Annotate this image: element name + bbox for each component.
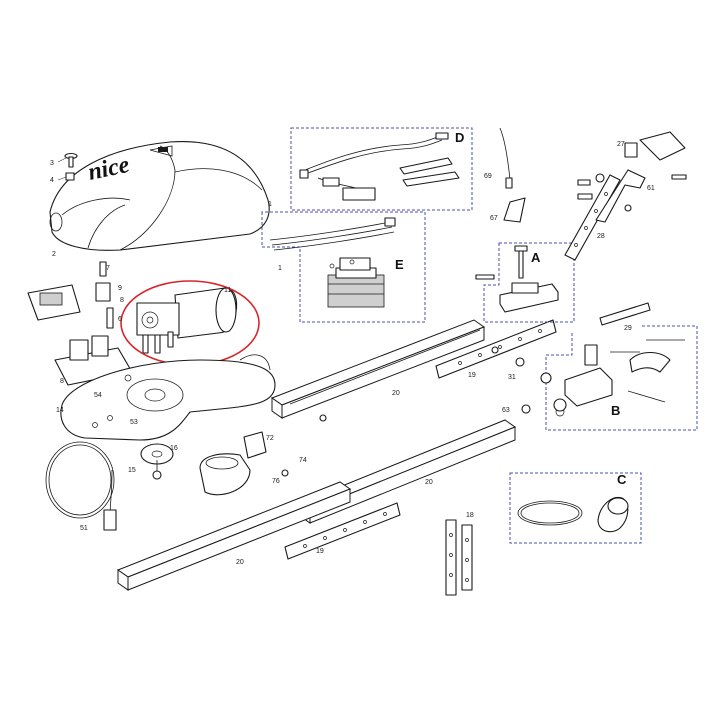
gear-motor — [120, 280, 260, 366]
label-63: 63 — [502, 407, 510, 414]
kit-label-e: E — [395, 257, 404, 272]
kit-label-c: C — [617, 472, 627, 487]
door-arm — [564, 131, 686, 326]
control-board — [27, 261, 133, 386]
hardware-screws — [152, 173, 687, 480]
kit-label-d: D — [455, 130, 464, 145]
kit-e-transformer — [261, 211, 426, 323]
label-14: 14 — [56, 407, 64, 414]
rail-lower — [116, 481, 352, 591]
label-15: 15 — [128, 467, 136, 474]
label-20a: 20 — [392, 390, 400, 397]
power-cable — [45, 441, 117, 531]
kit-d-cable-set — [290, 127, 473, 211]
label-20b: 20 — [425, 479, 433, 486]
label-7: 7 — [106, 265, 110, 272]
label-19b: 19 — [316, 548, 324, 555]
label-61: 61 — [647, 185, 655, 192]
belt-guide — [199, 431, 267, 496]
cover-screw — [57, 152, 78, 181]
label-28: 28 — [597, 233, 605, 240]
label-29: 29 — [624, 325, 632, 332]
hanging-bracket — [445, 519, 473, 596]
motor-cover: nice — [49, 140, 270, 251]
kit-label-a: A — [531, 250, 541, 265]
label-67: 67 — [490, 215, 498, 222]
label-74: 74 — [299, 457, 307, 464]
label-9: 9 — [118, 285, 122, 292]
label-4: 4 — [50, 177, 54, 184]
label-1: 1 — [268, 201, 272, 208]
release-cable — [499, 127, 526, 223]
kit-label-b: B — [611, 403, 620, 418]
label-54: 54 — [94, 392, 102, 399]
label-18: 18 — [466, 512, 474, 519]
label-3: 3 — [50, 160, 54, 167]
base-plate — [60, 354, 276, 441]
label-16: 16 — [170, 445, 178, 452]
part-number-labels: 1 1 2 3 4 6 7 8 8 9 11 14 15 16 18 19 19… — [50, 141, 655, 566]
rail-upper — [270, 319, 486, 419]
drive-pulley — [140, 443, 174, 472]
label-53: 53 — [130, 419, 138, 426]
label-19: 19 — [468, 372, 476, 379]
label-31: 31 — [508, 374, 516, 381]
label-11: 11 — [224, 287, 231, 294]
label-2: 2 — [52, 251, 56, 258]
label-76: 76 — [272, 478, 280, 485]
kit-b-release — [545, 325, 698, 431]
kit-c-accessories — [509, 472, 642, 544]
label-1b: 1 — [278, 265, 282, 272]
label-27: 27 — [617, 141, 625, 148]
label-69: 69 — [484, 173, 492, 180]
label-51: 51 — [80, 525, 88, 532]
rail-joint-plate-lower — [284, 502, 401, 560]
label-8b: 8 — [60, 378, 64, 385]
label-6: 6 — [118, 316, 122, 323]
label-20c: 20 — [236, 559, 244, 566]
kit-letters: A B C D E — [395, 130, 627, 487]
label-8: 8 — [120, 297, 124, 304]
label-72: 72 — [266, 435, 274, 442]
kit-a-carriage — [483, 242, 575, 323]
